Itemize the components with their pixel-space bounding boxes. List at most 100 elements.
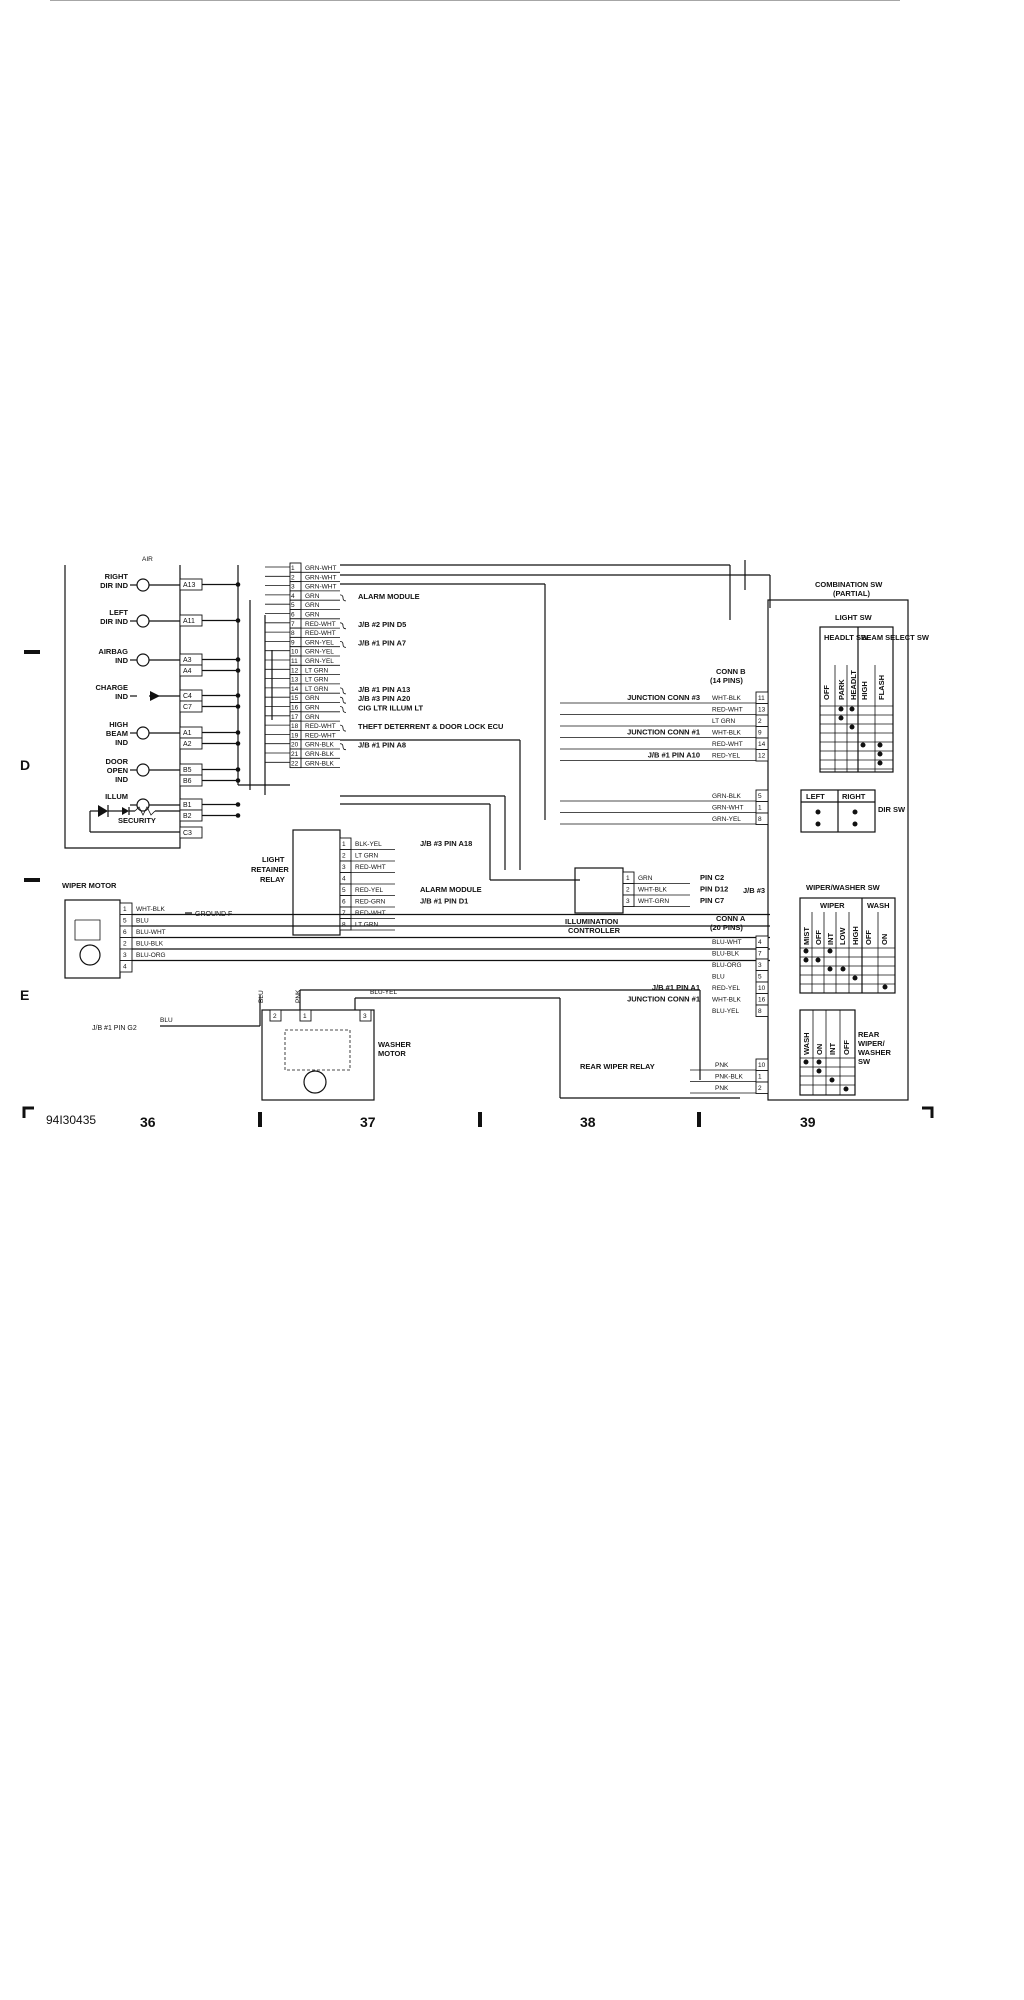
cluster-pin-label: A11 xyxy=(183,618,195,625)
connector-wire-label: RED-WHT xyxy=(305,732,336,739)
dir-left-label: LEFT xyxy=(806,792,825,801)
connector-wire-label: GRN xyxy=(305,705,320,712)
cluster-pin-label: A4 xyxy=(183,668,192,675)
conn-a-pin: 8 xyxy=(758,1008,762,1015)
connector-wire-label: GRN-WHT xyxy=(305,584,336,591)
column-39: 39 xyxy=(800,1114,816,1130)
conn-a-destination: JUNCTION CONN #1 xyxy=(627,995,700,1004)
lamp-icon xyxy=(136,763,150,777)
connector-pin-number: 4 xyxy=(291,593,295,600)
ww-column: ON xyxy=(880,934,889,945)
ww-column: LOW xyxy=(838,927,847,945)
rear-label-1: REAR xyxy=(858,1030,880,1039)
relay-wire-label: RED-WHT xyxy=(355,910,386,917)
illum-pin-number: 2 xyxy=(626,887,630,894)
connector-wire-label: GRN xyxy=(305,714,320,721)
connector-pin-number: 13 xyxy=(291,677,299,684)
connector-destination: ALARM MODULE xyxy=(358,592,420,601)
lamp-icon xyxy=(136,798,150,812)
diode-icon xyxy=(122,807,129,815)
connector-wire-label: GRN-BLK xyxy=(305,742,335,749)
jb1-g2-label: J/B #1 PIN G2 xyxy=(92,1025,137,1032)
indicator-label: BEAM xyxy=(106,729,128,738)
connector-wire-label: GRN-YEL xyxy=(305,639,334,646)
washer-wire-bluyel: BLU-YEL xyxy=(370,989,397,996)
connector-destination: J/B #1 PIN A8 xyxy=(358,741,406,750)
washer-pin-number: 2 xyxy=(273,1013,277,1020)
cluster-pin-label: A1 xyxy=(183,730,192,737)
connector-wire-label: GRN xyxy=(305,612,320,619)
connector-destination: J/B #2 PIN D5 xyxy=(358,620,406,629)
conn-a-wire: BLU xyxy=(712,974,725,981)
conn-a-wire: BLU-ORG xyxy=(712,962,742,969)
conn-a-label: CONN A xyxy=(716,914,746,923)
connector-pin-number: 18 xyxy=(291,723,299,730)
connector-pin-number: 7 xyxy=(291,621,295,628)
lamp-icon xyxy=(136,578,150,592)
relay-destination: ALARM MODULE xyxy=(420,885,482,894)
relay-wire-label: RED-GRN xyxy=(355,899,386,906)
dir-right-label: RIGHT xyxy=(842,792,866,801)
connector-wire-label: LT GRN xyxy=(305,667,329,674)
illum-jb-label: J/B #3 xyxy=(743,886,765,895)
cluster-pin-label: B2 xyxy=(183,813,192,820)
wire-bus xyxy=(237,565,290,795)
column-37: 37 xyxy=(360,1114,376,1130)
rear-row-pin: 1 xyxy=(758,1074,762,1081)
conn-b-destination: JUNCTION CONN #1 xyxy=(627,728,700,737)
relay-pin-number: 5 xyxy=(342,887,346,894)
wiper-motor-label: WIPER MOTOR xyxy=(62,881,117,890)
connector-pin-number: 8 xyxy=(291,630,295,637)
connector-pin-number: 22 xyxy=(291,760,299,767)
cluster-pin-label: C7 xyxy=(183,704,192,711)
indicator-label: CHARGE xyxy=(95,683,128,692)
air-stub-label: AIR xyxy=(142,556,153,563)
illum-pin-number: 3 xyxy=(626,898,630,905)
relay-wire-label: RED-YEL xyxy=(355,887,384,894)
illum-controller-label-1: ILLUMINATION xyxy=(565,917,618,926)
indicator-label: OPEN xyxy=(107,766,128,775)
indicator-label: IND xyxy=(115,692,129,701)
connector-destination: J/B #3 PIN A20 xyxy=(358,694,410,703)
ww-column: HIGH xyxy=(851,926,860,945)
wiper-pin-number: 4 xyxy=(123,964,127,971)
connector-pin-number: 6 xyxy=(291,612,295,619)
washer-pin-number: 3 xyxy=(363,1013,367,1020)
connector-wire-label: GRN-YEL xyxy=(305,658,334,665)
illum-destination: PIN C2 xyxy=(700,873,724,882)
indicator-label: DOOR xyxy=(106,757,129,766)
conn-b-wire: RED-WHT xyxy=(712,707,743,714)
security-label: SECURITY xyxy=(118,816,156,825)
rear-label-3: WASHER xyxy=(858,1048,892,1057)
connector-pin-number: 1 xyxy=(291,565,295,572)
indicator-label: IND xyxy=(115,738,129,747)
dir-sw-label: DIR SW xyxy=(878,805,906,814)
relay-wire-label: RED-WHT xyxy=(355,864,386,871)
connector-wire-label: GRN-YEL xyxy=(305,649,334,656)
row-label-e: E xyxy=(20,987,29,1003)
connector-wire-label: LT GRN xyxy=(305,686,329,693)
conn-a-pin: 3 xyxy=(758,962,762,969)
rear-label-2: WIPER/ xyxy=(858,1039,886,1048)
conn-b-pin: 9 xyxy=(758,730,762,737)
light-sw-title: LIGHT SW xyxy=(835,613,873,622)
conn-a-wire: BLU-WHT xyxy=(712,939,742,946)
cluster-pin-label: B1 xyxy=(183,802,192,809)
conn-b-wire: GRN-BLK xyxy=(712,793,742,800)
connector-pin-number: 20 xyxy=(291,742,299,749)
relay-wire-label: BLK-YEL xyxy=(355,841,382,848)
conn-a-wire: BLU-YEL xyxy=(712,1008,739,1015)
connector-pin-number: 9 xyxy=(291,639,295,646)
wiper-wire-label: WHT-BLK xyxy=(136,906,166,913)
lamp-icon xyxy=(136,726,150,740)
rear-row-wire: PNK xyxy=(715,1085,729,1092)
connector-pin-number: 5 xyxy=(291,602,295,609)
indicator-label: RIGHT xyxy=(105,572,129,581)
conn-a-wire: WHT-BLK xyxy=(712,997,742,1004)
washer-pin-number: 1 xyxy=(303,1013,307,1020)
wiper-wire-label: BLU-WHT xyxy=(136,929,166,936)
row-markers: D E xyxy=(20,650,40,1003)
diagram-id: 94I30435 xyxy=(46,1113,96,1127)
